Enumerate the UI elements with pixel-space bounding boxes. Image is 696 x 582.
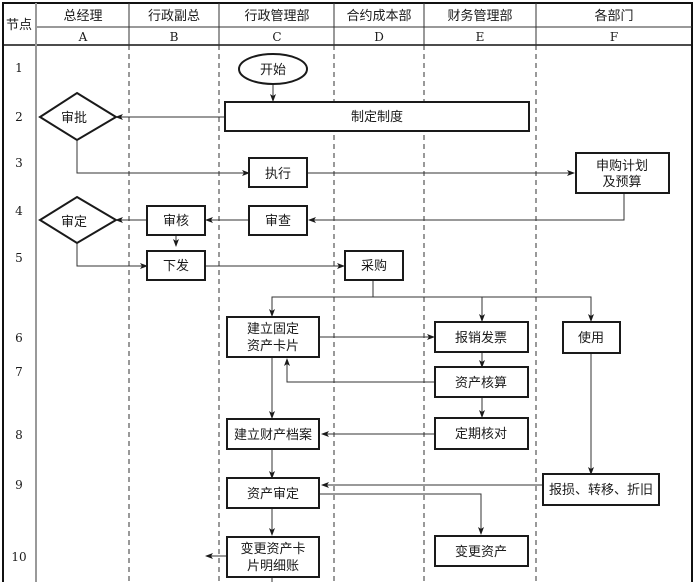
node-change-asset: 变更资产 bbox=[434, 535, 529, 567]
change-asset-label: 变更资产 bbox=[455, 544, 507, 560]
node-change-card: 变更资产卡 片明细账 bbox=[226, 536, 320, 578]
row-number: 9 bbox=[15, 478, 23, 492]
lane-letter-a: A bbox=[78, 30, 88, 44]
asset-card-label-line2: 资产卡片 bbox=[247, 339, 299, 354]
row-number: 5 bbox=[15, 251, 23, 265]
arrow-accounting-to-asset-card bbox=[284, 358, 434, 383]
purchase-plan-label-line1: 申购计划 bbox=[596, 158, 648, 174]
row-numbers: 1 2 3 4 5 6 7 8 9 10 bbox=[11, 61, 26, 564]
asset-audit-label: 资产审定 bbox=[247, 487, 299, 502]
arrow-finalize-to-issue bbox=[76, 243, 148, 269]
node-review: 审核 bbox=[146, 205, 206, 236]
header-lane-separators bbox=[128, 3, 537, 45]
node-execute: 执行 bbox=[248, 157, 308, 188]
purchase-label: 采购 bbox=[361, 258, 387, 274]
row-number: 2 bbox=[15, 110, 23, 124]
purchase-plan-label-line2: 及预算 bbox=[602, 175, 641, 190]
approve-decision-shape bbox=[38, 91, 118, 142]
arrow-plan-to-inspect bbox=[308, 193, 625, 223]
node-scrap-transfer: 报损、转移、折旧 bbox=[542, 473, 660, 506]
node-reimburse: 报销发票 bbox=[434, 321, 529, 353]
asset-card-label-line1: 建立固定 bbox=[247, 322, 299, 337]
row-number: 8 bbox=[15, 428, 23, 442]
row-number: 6 bbox=[15, 331, 23, 345]
scrap-transfer-label: 报损、转移、折旧 bbox=[549, 483, 653, 498]
lane-header-f: 各部门 bbox=[594, 8, 633, 24]
finalize-label: 审定 bbox=[61, 215, 87, 230]
row-number: 1 bbox=[15, 61, 23, 75]
node-finalize: 审定 bbox=[38, 195, 118, 245]
node-approve: 审批 bbox=[38, 91, 118, 142]
start-label: 开始 bbox=[260, 63, 286, 78]
use-label: 使用 bbox=[578, 330, 604, 346]
lane-letter-b: B bbox=[170, 30, 179, 44]
arrow-purchase-to-use bbox=[482, 296, 594, 322]
row-number: 3 bbox=[15, 156, 23, 170]
node-purchase-plan: 申购计划 及预算 bbox=[575, 152, 670, 194]
lane-letter-c: C bbox=[272, 30, 281, 44]
make-policy-label: 制定制度 bbox=[351, 109, 403, 125]
node-start: 开始 bbox=[238, 53, 308, 85]
node-inspect: 审查 bbox=[248, 205, 308, 236]
row-number: 4 bbox=[15, 204, 23, 218]
lane-header-e: 财务管理部 bbox=[447, 8, 512, 24]
execute-label: 执行 bbox=[265, 167, 291, 182]
node-issue: 下发 bbox=[146, 250, 206, 281]
asset-accounting-label: 资产核算 bbox=[455, 376, 507, 391]
start-terminal-shape bbox=[238, 53, 308, 85]
node-asset-audit: 资产审定 bbox=[226, 477, 320, 509]
inspect-label: 审查 bbox=[265, 214, 291, 229]
issue-label: 下发 bbox=[163, 258, 189, 274]
finalize-decision-shape bbox=[38, 195, 118, 245]
lane-letter-f: F bbox=[610, 30, 618, 44]
lane-header-d: 合约成本部 bbox=[346, 9, 411, 24]
node-make-policy: 制定制度 bbox=[224, 101, 530, 132]
change-card-label-line2: 片明细账 bbox=[247, 559, 299, 574]
lane-letter-e: E bbox=[476, 30, 485, 44]
arrow-approve-to-execute bbox=[76, 140, 250, 176]
lane-header-b: 行政副总 bbox=[148, 9, 200, 24]
node-periodic-check: 定期核对 bbox=[434, 417, 529, 450]
lane-header-a: 总经理 bbox=[63, 9, 102, 24]
node-asset-card: 建立固定 资产卡片 bbox=[226, 316, 320, 358]
review-label: 审核 bbox=[163, 214, 189, 229]
lane-header-c: 行政管理部 bbox=[244, 9, 309, 24]
periodic-check-label: 定期核对 bbox=[455, 427, 507, 442]
lane-letter-d: D bbox=[374, 30, 384, 44]
change-card-label-line1: 变更资产卡 bbox=[240, 541, 305, 557]
node-use: 使用 bbox=[562, 321, 621, 354]
row-number: 7 bbox=[15, 365, 23, 379]
node-column-header: 节点 bbox=[6, 18, 32, 33]
arrow-audit-to-change-asset bbox=[320, 493, 484, 535]
property-file-label: 建立财产档案 bbox=[234, 428, 312, 443]
node-purchase: 采购 bbox=[344, 250, 404, 281]
node-property-file: 建立财产档案 bbox=[226, 418, 320, 450]
row-number: 10 bbox=[11, 550, 26, 564]
arrow-purchase-to-reimburse bbox=[373, 296, 485, 322]
connectors bbox=[76, 84, 625, 582]
node-asset-accounting: 资产核算 bbox=[434, 366, 529, 398]
reimburse-label: 报销发票 bbox=[455, 330, 507, 346]
arrow-purchase-to-asset-card bbox=[269, 280, 374, 317]
approve-label: 审批 bbox=[61, 111, 87, 126]
